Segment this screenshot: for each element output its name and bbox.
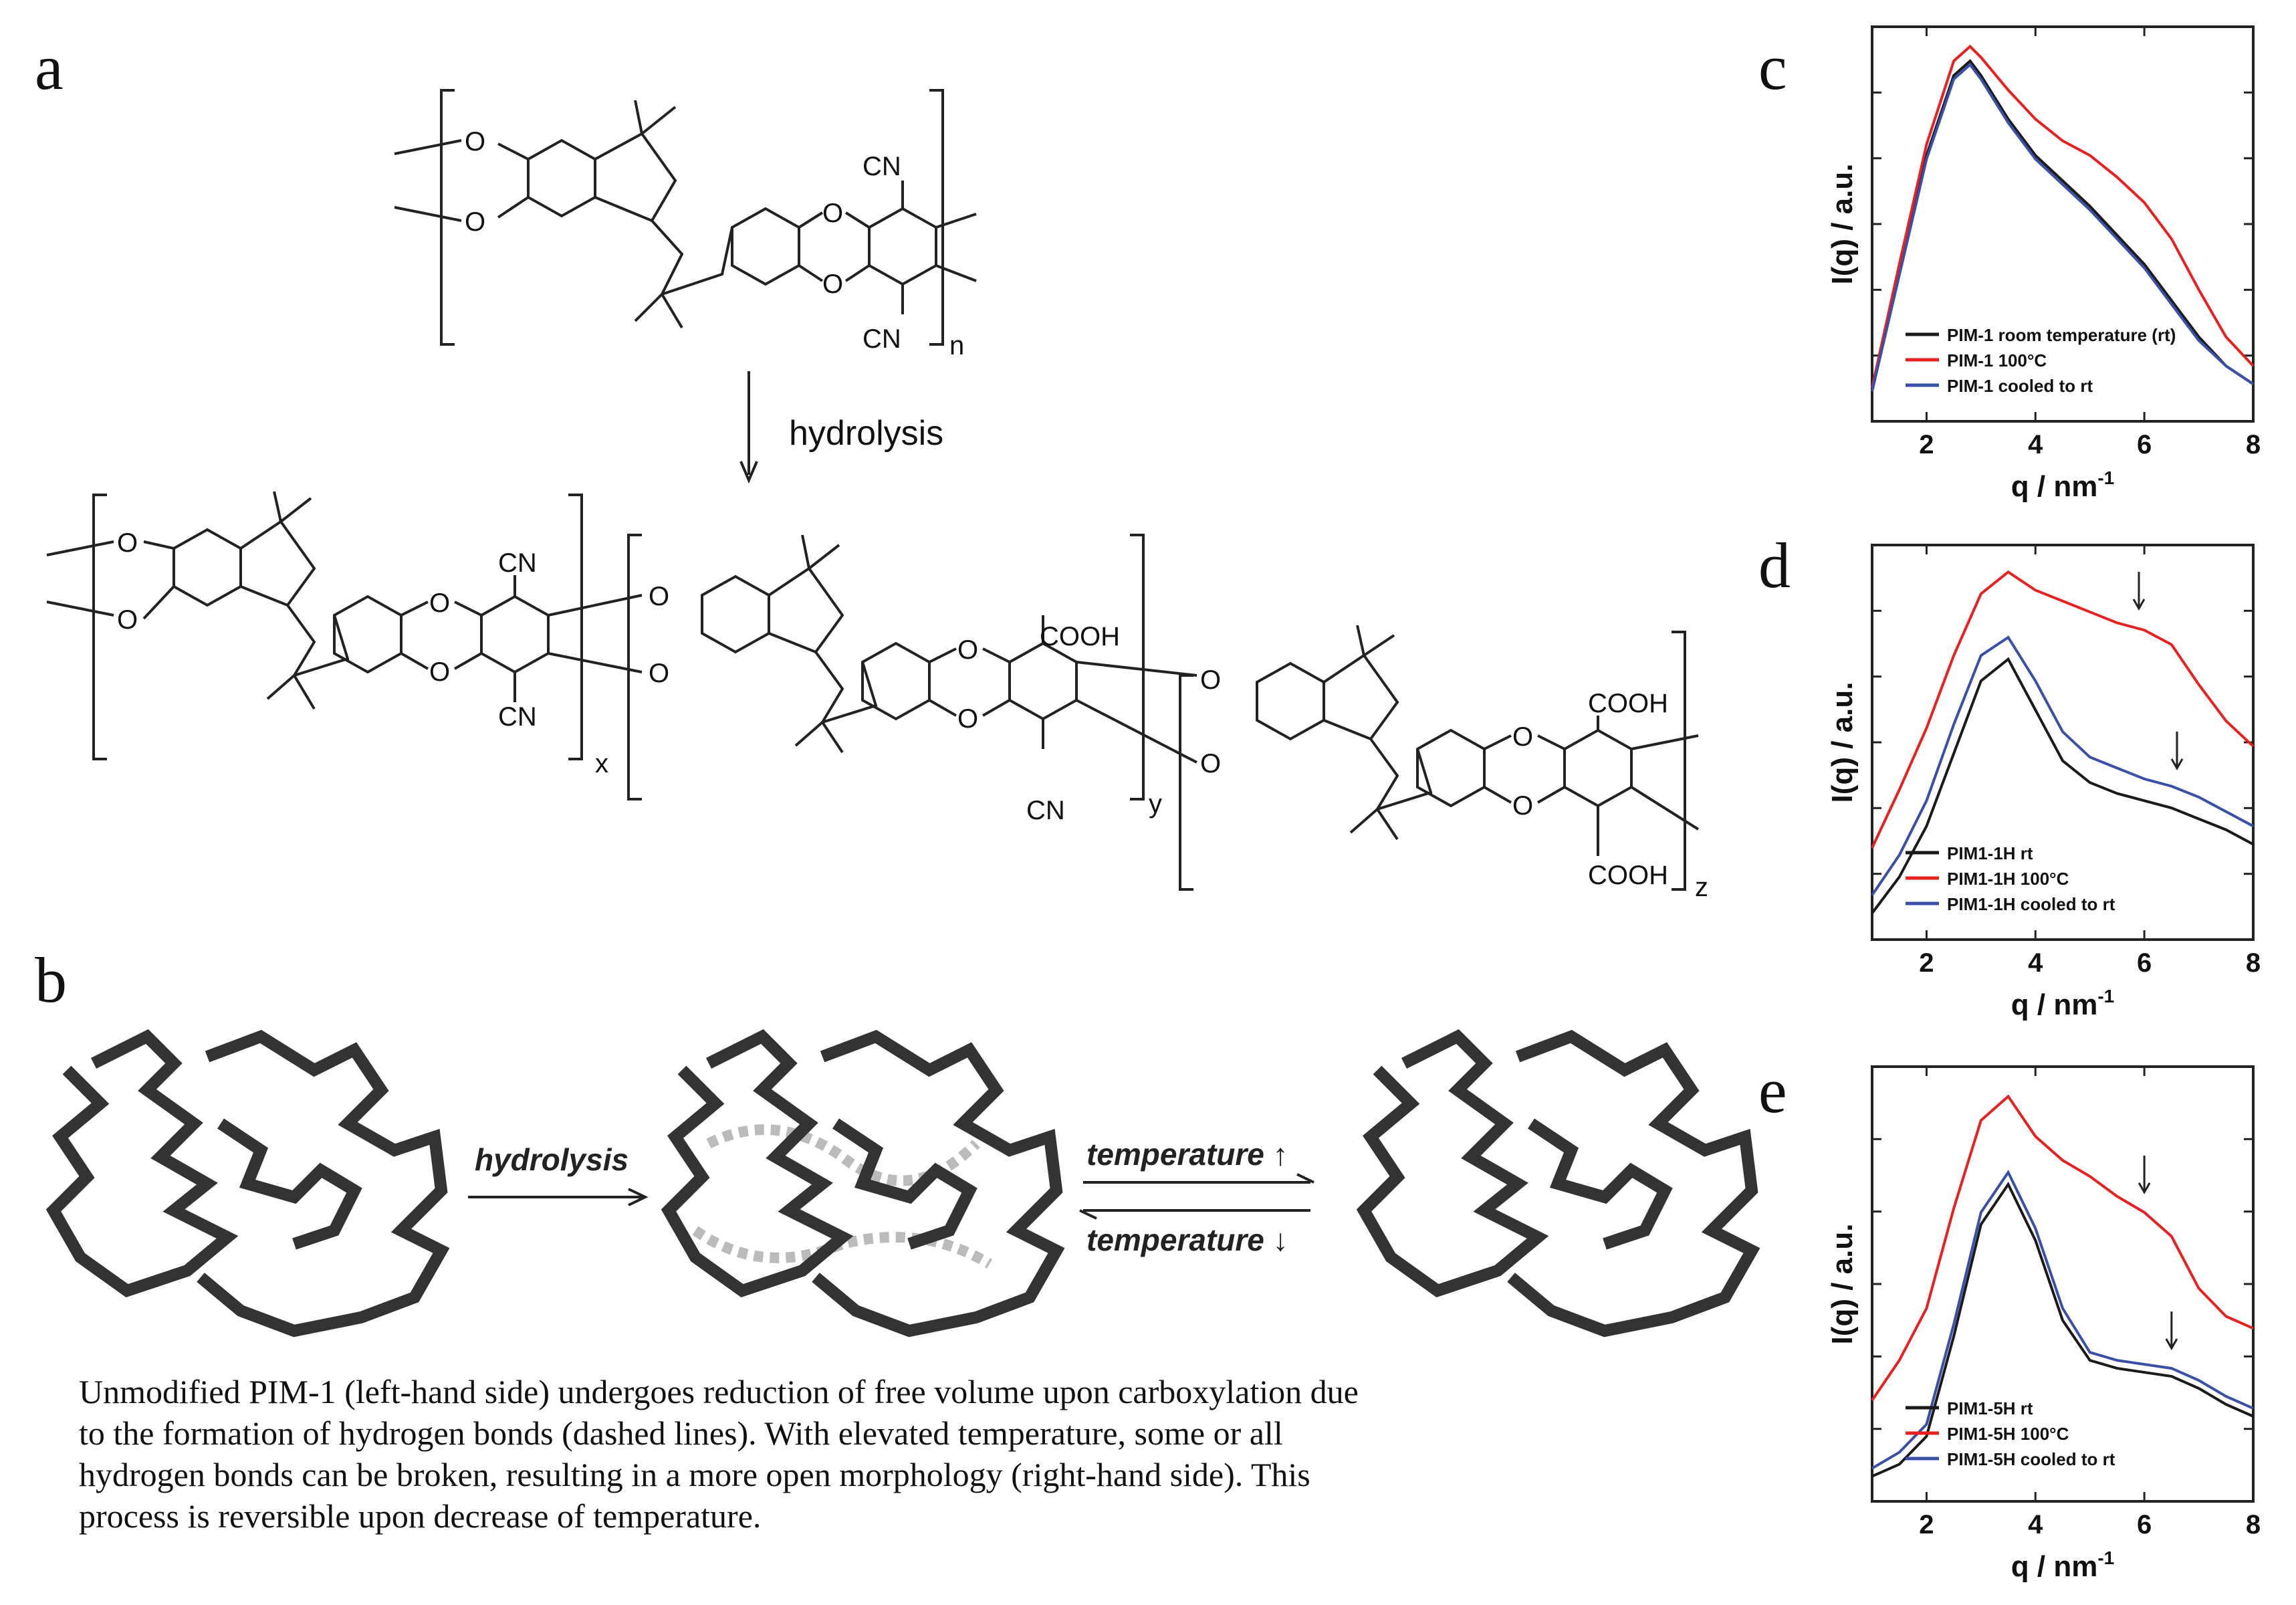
legend-entry: PIM1-1H 100°C [1947,869,2069,889]
plot-frame [1871,25,2255,423]
polymer-coil-left-2 [197,1030,450,1338]
label-cn: CN [498,702,537,732]
x-tick-label: 8 [2246,948,2261,978]
polymer-coil-right [1356,1029,1760,1338]
legend-entry: PIM-1 room temperature (rt) [1947,325,2176,345]
x-tick-label: 2 [1919,948,1934,978]
label-cooh: COOH [1588,861,1668,890]
x-axis-label-superscript: -1 [2097,986,2114,1006]
x-axis-label: q / nm-1 [2011,1547,2114,1583]
x-axis-label: q / nm-1 [2011,467,2114,503]
caption-line: to the formation of hydrogen bonds (dash… [79,1414,1283,1452]
annotation-arrowhead [2165,1338,2178,1351]
x-tick-label: 4 [2028,948,2043,978]
scheme-b: hydrolysis temperature ↑ temperature ↓ [45,1029,1760,1338]
figure-caption: Unmodified PIM-1 (left-hand side) underg… [79,1371,1450,1537]
panel-label-b: b [35,944,67,1016]
label-o: O [822,270,843,299]
label-o: O [429,588,450,618]
series-line [1871,62,2255,392]
legend-entry: PIM-1 100°C [1947,350,2047,370]
chart-e: 2 4 6 8 q / nm-1 I(q) / a.u. PIM1-5H rt PIM1-5H… [1819,1053,2273,1592]
label-o: O [465,207,485,237]
legend-entry: PIM1-5H rt [1947,1398,2033,1418]
x-tick-label: 4 [2028,1510,2043,1539]
label-y: y [1149,789,1162,819]
label-cooh: COOH [1040,622,1120,651]
panel-label-a: a [35,31,64,103]
label-z: z [1695,873,1708,902]
label-o: O [1512,722,1533,752]
label-o: O [649,582,669,611]
series-line [1871,635,2254,896]
polymer-coil-left-3 [217,1118,362,1250]
label-o: O [1200,665,1221,695]
x-axis-label: q / nm-1 [2011,986,2114,1021]
temperature-up-label: temperature ↑ [1086,1137,1288,1172]
arrow-label-hydrolysis: hydrolysis [789,414,943,453]
polymer-coil-left [45,1029,239,1297]
label-o: O [117,605,138,635]
y-axis-label: I(q) / a.u. [1826,1224,1859,1345]
x-tick-label: 4 [2028,430,2043,459]
annotation-arrowhead [2132,599,2146,611]
x-tick-label: 2 [1919,1510,1934,1539]
series-line [1871,44,2255,389]
x-tick-label: 8 [2246,430,2261,459]
x-axis-label-superscript: -1 [2097,467,2114,488]
caption-line: hydrogen bonds can be broken, resulting … [79,1456,1310,1493]
label-o: O [465,127,485,156]
x-tick-label: 6 [2137,1510,2152,1539]
legend-entry: PIM1-5H 100°C [1947,1424,2069,1444]
series-line [1871,657,2254,914]
series-line [1871,1170,2254,1470]
legend-entry: PIM1-1H rt [1947,843,2033,863]
label-o: O [429,657,450,687]
x-axis-label-superscript: -1 [2097,1547,2114,1568]
bracket-right [929,89,944,346]
scheme-a: CN CN O O O O n hydrolysis O O O O CN CN… [46,89,1708,902]
temperature-down-label: temperature ↓ [1086,1222,1288,1257]
caption-line: Unmodified PIM-1 (left-hand side) underg… [79,1373,1359,1410]
annotation-arrowhead [2138,1182,2151,1194]
x-tick-label: 8 [2246,1510,2261,1539]
label-o: O [649,659,669,688]
legend-entry: PIM1-1H cooled to rt [1947,894,2115,914]
x-tick-label: 6 [2137,430,2152,459]
label-o: O [1512,791,1533,821]
label-cn-top: CN [863,152,901,181]
annotation-arrowhead [2170,758,2184,770]
x-tick-label: 2 [1919,430,1934,459]
label-cn: CN [498,548,537,578]
series-line [1871,570,2255,849]
panel-label-d: d [1758,530,1791,601]
label-cn-bottom: CN [863,324,901,354]
chart-c: 2 4 6 8 q / nm-1 I(q) / a.u. PIM-1 room temper… [1819,13,2273,512]
label-x: x [595,749,608,778]
panel-label-e: e [1758,1055,1787,1126]
series-line [1871,1182,2254,1478]
label-o: O [822,199,843,228]
series-line [1871,1094,2254,1402]
panel-label-c: c [1758,31,1787,103]
label-o: O [957,635,978,665]
ring-1 [527,138,596,218]
x-tick-label: 6 [2137,948,2152,978]
label-cn: CN [1026,796,1065,825]
legend-entry: PIM1-5H cooled to rt [1947,1449,2115,1469]
chart-d: 2 4 6 8 q / nm-1 I(q) / a.u. PIM1-1H rt PIM1-1H… [1819,518,2273,1037]
caption-line: process is reversible upon decrease of t… [79,1497,762,1535]
label-o: O [1200,749,1221,778]
label-o: O [117,528,138,558]
y-axis-label: I(q) / a.u. [1826,682,1859,803]
label-o: O [957,704,978,734]
y-axis-label: I(q) / a.u. [1826,164,1859,285]
label-n: n [949,331,964,360]
label-cooh: COOH [1588,689,1668,718]
legend-entry: PIM-1 cooled to rt [1947,376,2093,396]
hydrolysis-label: hydrolysis [475,1142,628,1177]
polymer-coil-middle [661,1029,1065,1338]
